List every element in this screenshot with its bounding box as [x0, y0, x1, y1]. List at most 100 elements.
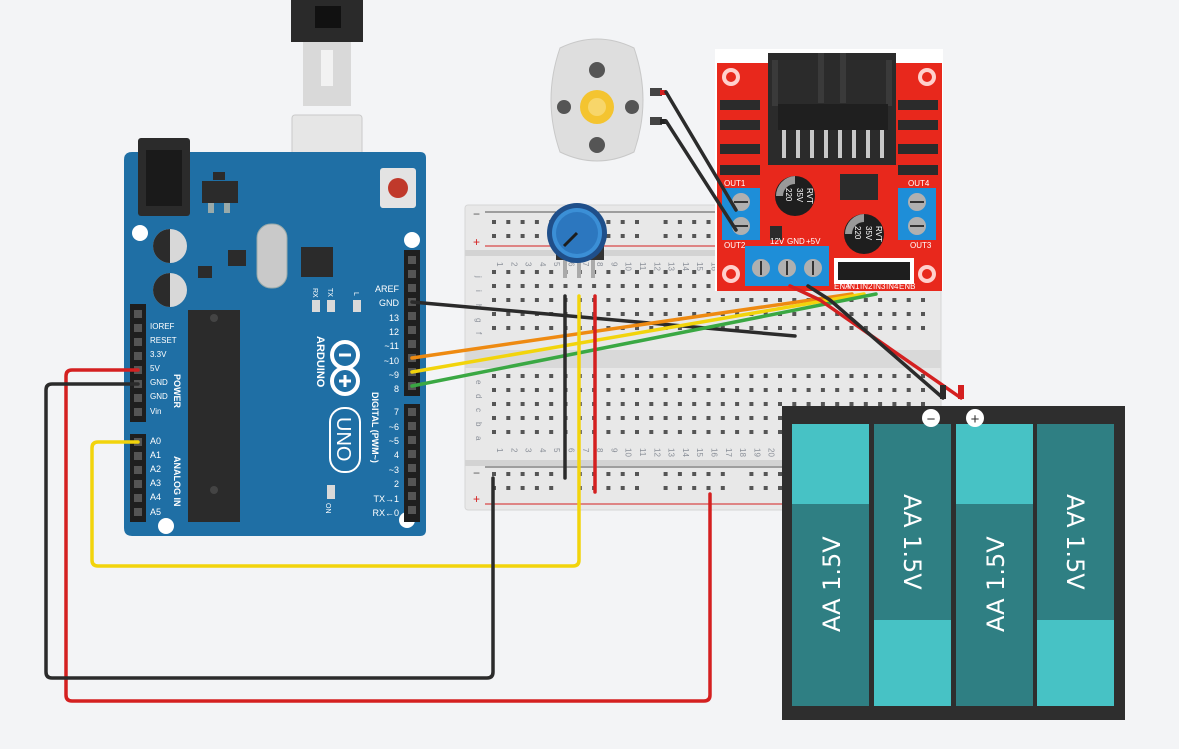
- breadboard-hole[interactable]: [520, 472, 525, 476]
- breadboard-hole[interactable]: [806, 326, 811, 330]
- breadboard-hole[interactable]: [606, 472, 611, 476]
- breadboard-hole[interactable]: [492, 374, 496, 378]
- breadboard-hole[interactable]: [620, 402, 625, 406]
- breadboard-hole[interactable]: [549, 472, 554, 476]
- breadboard-hole[interactable]: [506, 416, 511, 420]
- breadboard-hole[interactable]: [635, 486, 639, 490]
- breadboard-hole[interactable]: [735, 430, 740, 434]
- breadboard-hole[interactable]: [806, 402, 811, 406]
- breadboard-hole[interactable]: [749, 402, 754, 406]
- breadboard-hole[interactable]: [849, 402, 854, 406]
- breadboard-hole[interactable]: [635, 416, 639, 420]
- breadboard-hole[interactable]: [906, 312, 911, 316]
- breadboard-hole[interactable]: [720, 472, 725, 476]
- breadboard-hole[interactable]: [692, 430, 697, 434]
- breadboard-hole[interactable]: [649, 298, 654, 302]
- breadboard-hole[interactable]: [606, 388, 611, 392]
- breadboard-hole[interactable]: [492, 388, 496, 392]
- breadboard-hole[interactable]: [692, 284, 697, 288]
- breadboard-hole[interactable]: [692, 402, 697, 406]
- breadboard-hole[interactable]: [706, 416, 711, 420]
- breadboard-hole[interactable]: [606, 270, 611, 274]
- breadboard-hole[interactable]: [506, 374, 511, 378]
- breadboard-hole[interactable]: [549, 284, 554, 288]
- breadboard-hole[interactable]: [534, 402, 539, 406]
- breadboard-hole[interactable]: [692, 416, 697, 420]
- breadboard-hole[interactable]: [620, 486, 625, 490]
- breadboard-hole[interactable]: [506, 298, 511, 302]
- breadboard-hole[interactable]: [792, 298, 797, 302]
- breadboard-hole[interactable]: [549, 486, 554, 490]
- breadboard-hole[interactable]: [778, 402, 782, 406]
- breadboard-hole[interactable]: [663, 234, 668, 238]
- breadboard-hole[interactable]: [663, 374, 668, 378]
- breadboard-hole[interactable]: [492, 270, 496, 274]
- breadboard-hole[interactable]: [778, 430, 782, 434]
- breadboard-hole[interactable]: [520, 284, 525, 288]
- breadboard-hole[interactable]: [706, 472, 711, 476]
- breadboard-hole[interactable]: [520, 270, 525, 274]
- breadboard-hole[interactable]: [763, 312, 768, 316]
- logic-header[interactable]: [834, 258, 914, 284]
- breadboard-hole[interactable]: [492, 430, 496, 434]
- breadboard-hole[interactable]: [778, 388, 782, 392]
- breadboard-hole[interactable]: [706, 374, 711, 378]
- breadboard-hole[interactable]: [677, 220, 682, 224]
- breadboard-hole[interactable]: [677, 270, 682, 274]
- breadboard-hole[interactable]: [749, 430, 754, 434]
- breadboard-hole[interactable]: [520, 298, 525, 302]
- breadboard-hole[interactable]: [620, 220, 625, 224]
- breadboard-hole[interactable]: [792, 374, 797, 378]
- breadboard-hole[interactable]: [649, 270, 654, 274]
- breadboard-hole[interactable]: [735, 312, 740, 316]
- breadboard-hole[interactable]: [492, 472, 496, 476]
- breadboard-hole[interactable]: [692, 298, 697, 302]
- breadboard-hole[interactable]: [778, 472, 782, 476]
- breadboard-hole[interactable]: [863, 298, 868, 302]
- breadboard-hole[interactable]: [677, 388, 682, 392]
- breadboard-hole[interactable]: [677, 374, 682, 378]
- breadboard-hole[interactable]: [921, 326, 925, 330]
- breadboard-hole[interactable]: [763, 388, 768, 392]
- breadboard-hole[interactable]: [921, 374, 925, 378]
- breadboard-hole[interactable]: [606, 284, 611, 288]
- breadboard-hole[interactable]: [906, 402, 911, 406]
- breadboard-hole[interactable]: [620, 374, 625, 378]
- breadboard-hole[interactable]: [677, 472, 682, 476]
- breadboard-hole[interactable]: [677, 416, 682, 420]
- breadboard-hole[interactable]: [792, 388, 797, 392]
- breadboard-hole[interactable]: [663, 416, 668, 420]
- breadboard-hole[interactable]: [563, 284, 568, 288]
- breadboard-hole[interactable]: [506, 234, 511, 238]
- breadboard-hole[interactable]: [620, 388, 625, 392]
- breadboard-hole[interactable]: [534, 270, 539, 274]
- breadboard-hole[interactable]: [606, 486, 611, 490]
- breadboard-hole[interactable]: [549, 388, 554, 392]
- breadboard-hole[interactable]: [534, 486, 539, 490]
- breadboard-hole[interactable]: [706, 486, 711, 490]
- breadboard-hole[interactable]: [720, 374, 725, 378]
- breadboard-hole[interactable]: [606, 416, 611, 420]
- breadboard-hole[interactable]: [921, 298, 925, 302]
- breadboard-hole[interactable]: [720, 486, 725, 490]
- breadboard-hole[interactable]: [892, 402, 897, 406]
- breadboard-hole[interactable]: [635, 220, 639, 224]
- breadboard-hole[interactable]: [534, 284, 539, 288]
- breadboard-hole[interactable]: [677, 402, 682, 406]
- breadboard-hole[interactable]: [677, 234, 682, 238]
- breadboard-hole[interactable]: [635, 270, 639, 274]
- breadboard-hole[interactable]: [506, 486, 511, 490]
- breadboard-hole[interactable]: [534, 298, 539, 302]
- breadboard-hole[interactable]: [492, 416, 496, 420]
- breadboard-hole[interactable]: [906, 326, 911, 330]
- breadboard-hole[interactable]: [492, 298, 496, 302]
- breadboard-hole[interactable]: [692, 270, 697, 274]
- breadboard-hole[interactable]: [706, 284, 711, 288]
- breadboard-hole[interactable]: [506, 284, 511, 288]
- breadboard-hole[interactable]: [520, 486, 525, 490]
- breadboard-hole[interactable]: [663, 312, 668, 316]
- breadboard-hole[interactable]: [549, 270, 554, 274]
- breadboard-hole[interactable]: [635, 374, 639, 378]
- breadboard-hole[interactable]: [720, 388, 725, 392]
